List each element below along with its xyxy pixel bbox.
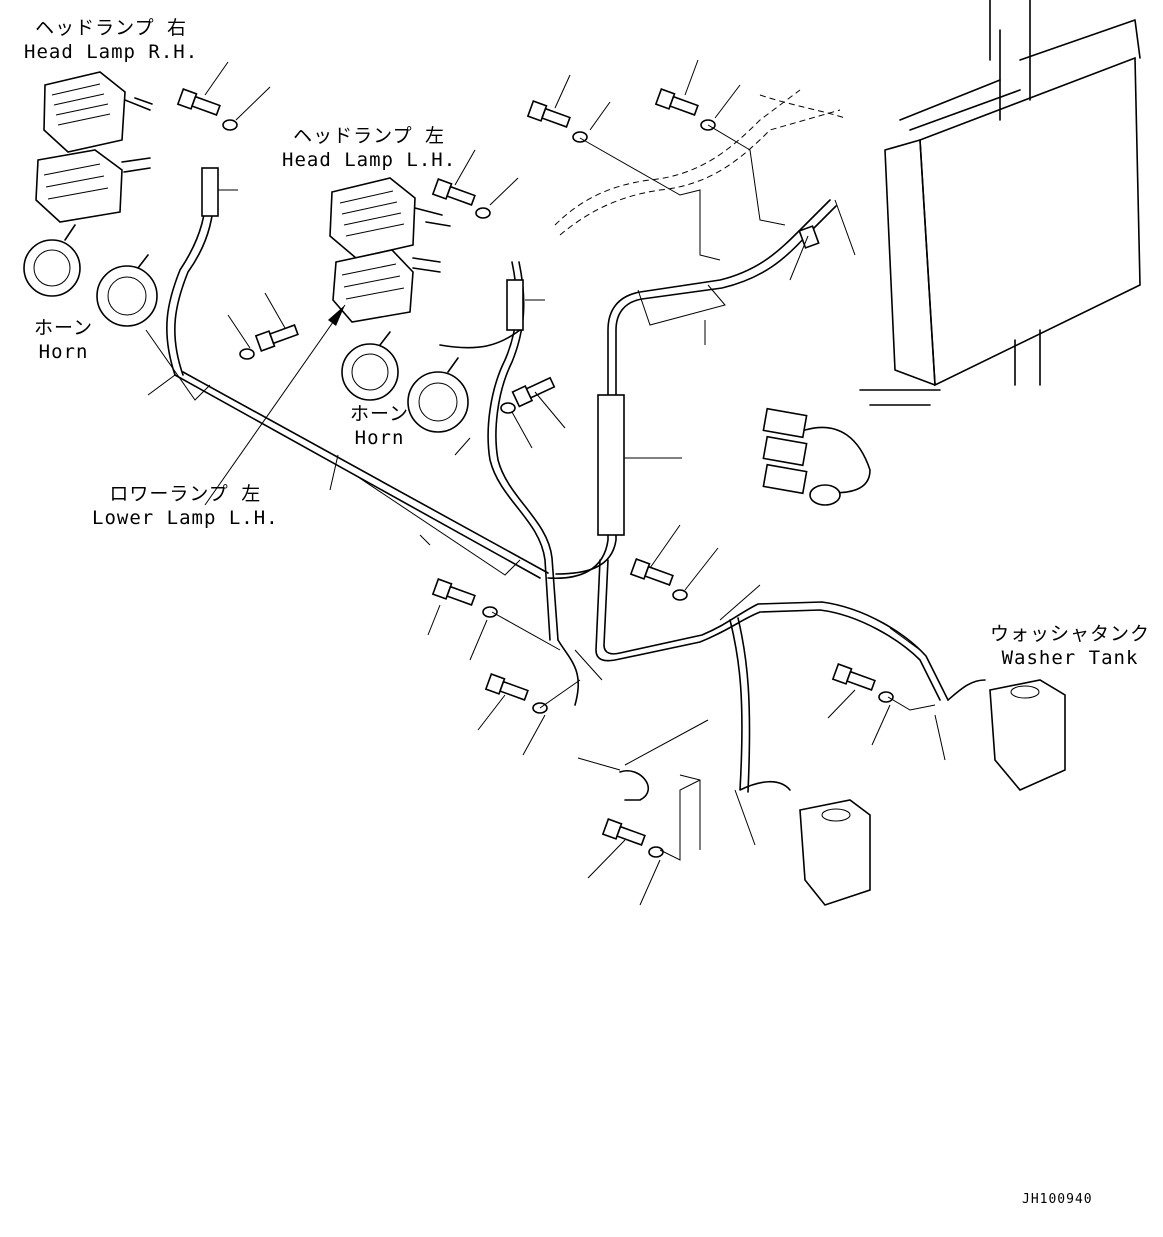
headlamp-rh-label-en: Head Lamp R.H. xyxy=(24,41,199,63)
leader-lines xyxy=(145,59,946,906)
lowerlamp-lh-label: ロワーランプ 左 Lower Lamp L.H. xyxy=(92,482,279,530)
headlamp-lh-label-jp: ヘッドランプ 左 xyxy=(293,125,446,147)
main-harness xyxy=(166,167,949,801)
lowerlamp-lh xyxy=(332,249,441,323)
headlamp-rh-label: ヘッドランプ 右 Head Lamp R.H. xyxy=(24,16,198,64)
headlamp-lh-label-en: Head Lamp L.H. xyxy=(282,149,457,171)
headlamp-lh xyxy=(329,177,451,259)
horn-lh-label: ホーン Horn xyxy=(350,402,409,450)
horn-rh-label-en: Horn xyxy=(38,341,89,363)
horn-lh-label-jp: ホーン xyxy=(350,403,410,425)
horn-lh-pair xyxy=(341,331,469,433)
headlamp-rh-label-jp: ヘッドランプ 右 xyxy=(35,17,188,39)
washer-tank-label-jp: ウォッシャタンク xyxy=(990,623,1151,645)
headlamp-rh xyxy=(43,71,153,153)
washer-tank-1 xyxy=(947,679,1066,791)
bolts xyxy=(176,88,876,846)
connector-blocks xyxy=(762,407,871,506)
arrows xyxy=(204,304,346,506)
washer-tank-label: ウォッシャタンク Washer Tank xyxy=(990,622,1150,670)
dashed-harness xyxy=(554,89,846,236)
washer-tank-2 xyxy=(799,799,871,906)
horn-rh-label-jp: ホーン xyxy=(34,317,94,339)
horn-lh-label-en: Horn xyxy=(354,427,405,449)
headlamp-lh-label: ヘッドランプ 左 Head Lamp L.H. xyxy=(282,124,456,172)
horn-rh-label: ホーン Horn xyxy=(34,316,93,364)
washer-tank-label-en: Washer Tank xyxy=(1001,647,1139,669)
lowerlamp-rh xyxy=(35,149,151,223)
lowerlamp-lh-label-en: Lower Lamp L.H. xyxy=(92,507,279,529)
drawing-code: JH100940 xyxy=(1022,1192,1093,1207)
lowerlamp-lh-label-jp: ロワーランプ 左 xyxy=(109,483,262,505)
horn-rh-pair xyxy=(23,224,158,327)
radiator-unit xyxy=(859,0,1141,406)
